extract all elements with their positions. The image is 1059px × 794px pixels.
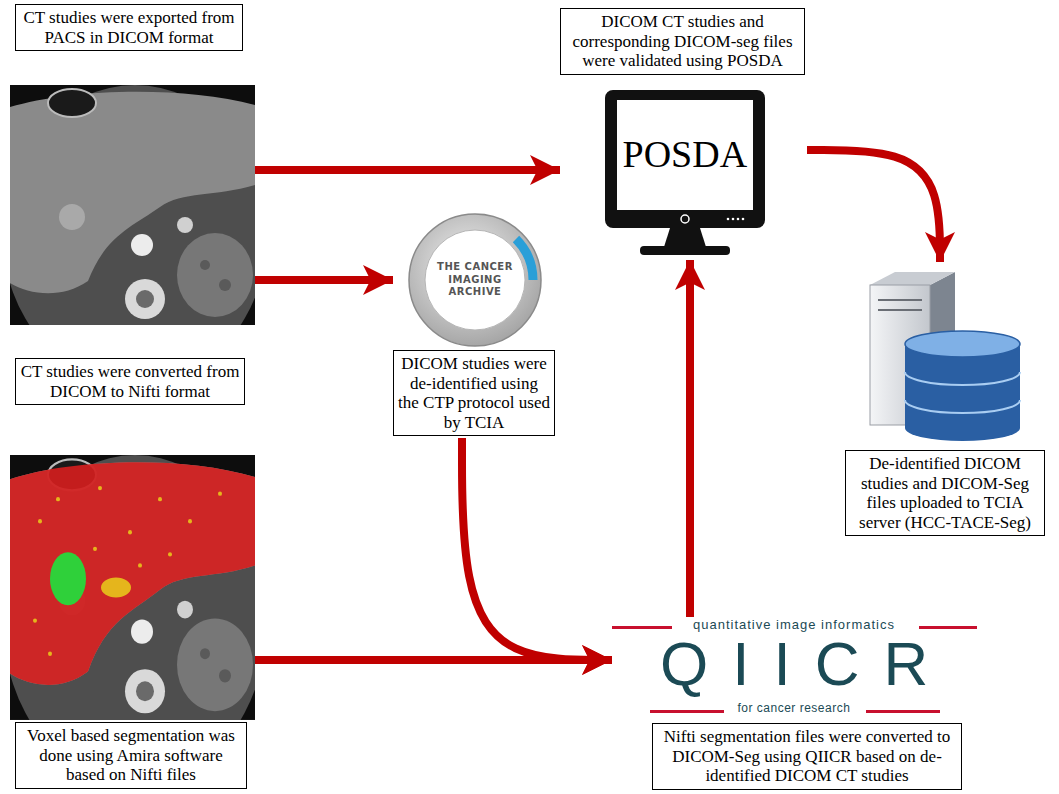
step-caption: DICOM CT studies and corresponding DICOM… [560,8,805,75]
flow-arrow [686,260,694,617]
monitor-base [640,246,730,255]
step-caption: Nifti segmentation files were converted … [652,723,962,790]
server-icon [870,272,1020,441]
monitor-screen [617,100,753,210]
step-caption: CT studies were exported from PACS in DI… [15,4,243,51]
vessel-dots [33,486,222,656]
screen-label: POSDA [623,134,748,176]
step-caption: DICOM studies were de-identified using t… [393,350,555,436]
flow-arrow [255,656,612,664]
process-node: CT studies were exported from PACS in DI… [10,4,255,326]
note-box: CT studies were converted from DICOM to … [15,358,245,405]
flow-arrow [462,438,612,660]
logo-ring [409,214,541,346]
tcia-logo [409,214,541,346]
database-body [905,344,1020,441]
tumor-mask [50,552,86,605]
database-top [905,331,1020,357]
step-caption: De-identified DICOM studies and DICOM-Se… [845,450,1045,536]
flow-arrow [807,150,940,262]
monitor-frame [605,90,765,228]
logo-tagline: for cancer research [738,701,851,715]
logo-wordmark: QIICR [660,633,952,695]
monitor-neck [664,228,706,247]
process-node: THE CANCER IMAGING ARCHIVE DICOM studies … [393,212,557,438]
drive-slot [878,299,922,301]
flow-arrow [255,276,393,284]
segmentation-overlay [10,462,255,685]
process-node: quantitative image informaticsQIICR for c… [612,617,977,792]
logo-swoosh [516,239,533,280]
step-caption: Voxel based segmentation was done using … [15,722,247,789]
qiicr-rules [612,626,977,713]
monitor-dots [727,218,745,221]
database-band [905,400,1020,413]
ct-image [3,85,267,385]
vessel-mask [101,578,131,598]
process-node: DICOM CT studies and corresponding DICOM… [560,8,807,260]
logo-tagline: quantitative image informatics [693,617,895,633]
database-band [905,372,1020,385]
logo-center [425,230,525,330]
power-button [681,215,689,223]
process-node: Voxel based segmentation was done using … [10,452,255,791]
monitor-icon [605,90,765,255]
logo-text: THE CANCER IMAGING ARCHIVE [434,261,516,299]
server-top [870,272,955,285]
process-node: De-identified DICOM studies and DICOM-Se… [845,262,1047,547]
liver-mask [10,462,255,685]
drive-slot [878,309,922,311]
flow-arrow [255,166,560,174]
